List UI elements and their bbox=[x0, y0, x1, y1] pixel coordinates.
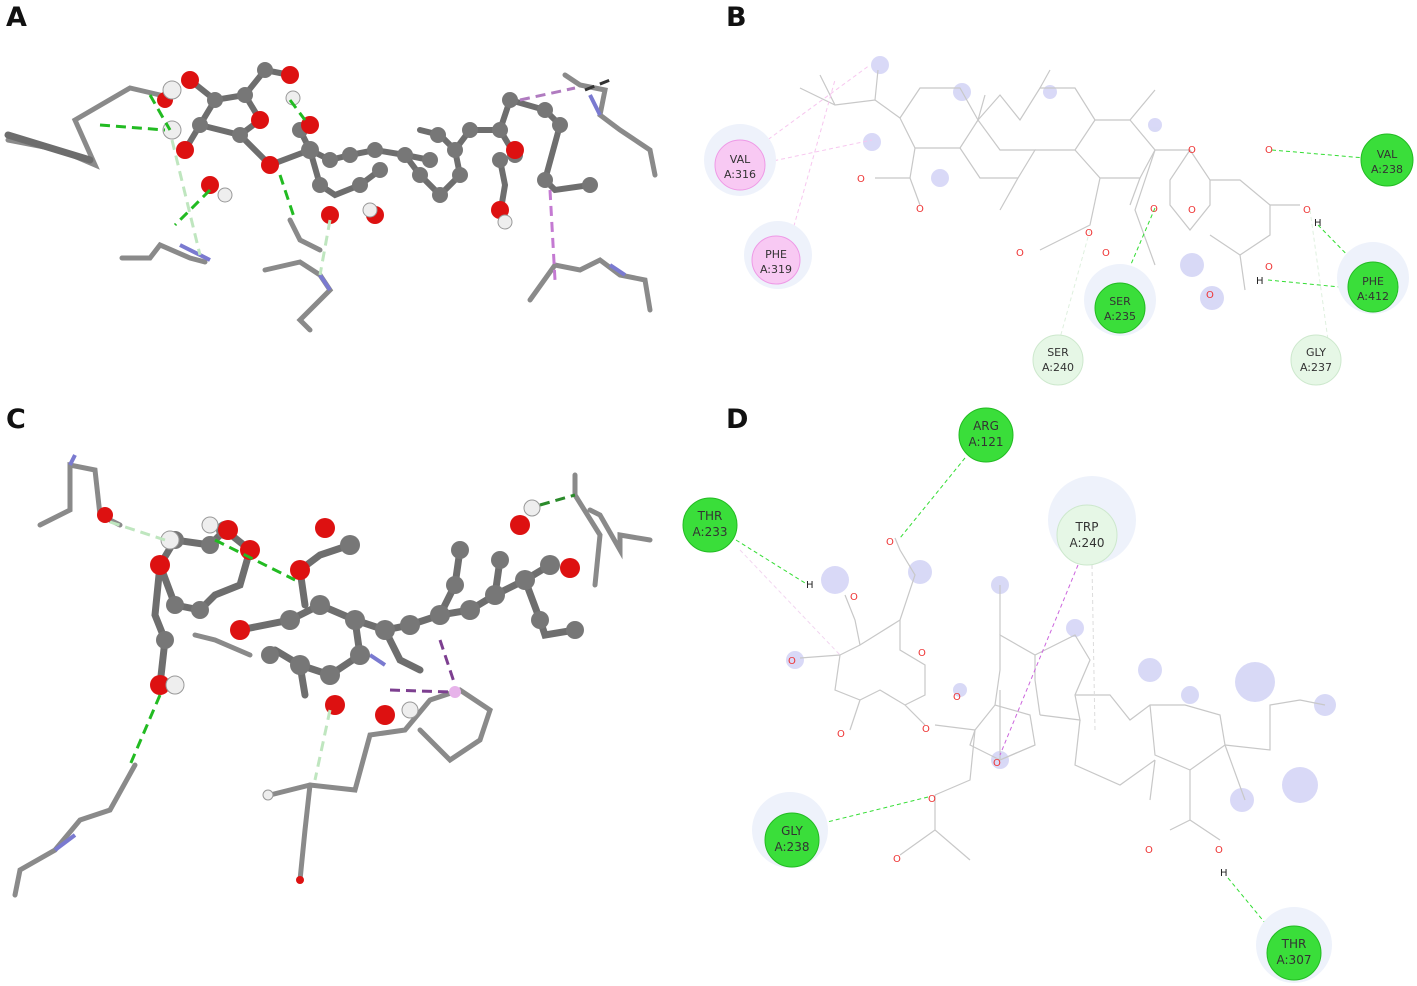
panel-letter-a: A bbox=[6, 2, 27, 33]
svg-text:O: O bbox=[953, 692, 961, 703]
panel-a-3d-view bbox=[4, 62, 658, 333]
svg-text:O: O bbox=[1188, 145, 1196, 156]
svg-text:O: O bbox=[918, 648, 926, 659]
panel-c: C bbox=[0, 400, 700, 986]
panel-a: A bbox=[0, 0, 700, 390]
panel-c-3d-view bbox=[12, 454, 653, 898]
residue-val-316: VAL A:316 bbox=[704, 124, 776, 196]
residue-gly-237: GLY A:237 bbox=[1290, 334, 1342, 386]
residue-ser-235: SER A:235 bbox=[1084, 264, 1156, 336]
svg-text:SER: SER bbox=[1109, 295, 1131, 308]
panel-letter-b: B bbox=[726, 2, 747, 33]
svg-text:O: O bbox=[1215, 845, 1223, 856]
svg-text:VAL: VAL bbox=[730, 153, 751, 166]
svg-text:O: O bbox=[837, 729, 845, 740]
svg-text:H: H bbox=[1256, 276, 1264, 287]
svg-text:A:412: A:412 bbox=[1357, 290, 1389, 303]
hydrogen-labels-d: H H bbox=[806, 580, 1228, 879]
residue-val-238: VAL A:238 bbox=[1360, 133, 1414, 187]
svg-text:A:237: A:237 bbox=[1300, 361, 1332, 374]
panel-b: B O O bbox=[700, 0, 1417, 400]
svg-text:A:316: A:316 bbox=[724, 168, 756, 181]
panel-d: D bbox=[682, 400, 1417, 986]
svg-text:O: O bbox=[850, 592, 858, 603]
svg-text:O: O bbox=[1102, 248, 1110, 259]
residue-thr-307: THR A:307 bbox=[1256, 907, 1332, 983]
panel-letter-d: D bbox=[726, 404, 749, 435]
svg-text:PHE: PHE bbox=[765, 248, 787, 261]
svg-text:A:240: A:240 bbox=[1042, 361, 1074, 374]
svg-text:H: H bbox=[1220, 868, 1228, 879]
svg-text:O: O bbox=[788, 656, 796, 667]
svg-text:GLY: GLY bbox=[1306, 346, 1326, 359]
panel-b-2d-diagram: O O O O O O O O O O O O H H bbox=[704, 56, 1414, 386]
svg-text:ARG: ARG bbox=[973, 419, 999, 433]
svg-text:A:235: A:235 bbox=[1104, 310, 1136, 323]
svg-text:THR: THR bbox=[697, 509, 723, 523]
svg-text:O: O bbox=[893, 854, 901, 865]
residue-trp-240: TRP A:240 bbox=[1048, 476, 1136, 566]
oxygen-labels-d: O O O O O O O O O O O O bbox=[788, 537, 1223, 865]
svg-text:A:307: A:307 bbox=[1277, 953, 1312, 967]
svg-text:O: O bbox=[1206, 290, 1214, 301]
panel-d-2d-diagram: O O O O O O O O O O O O H H bbox=[682, 407, 1336, 983]
svg-text:O: O bbox=[857, 174, 865, 185]
svg-text:O: O bbox=[922, 724, 930, 735]
svg-text:O: O bbox=[1016, 248, 1024, 259]
svg-text:O: O bbox=[1265, 145, 1273, 156]
svg-text:PHE: PHE bbox=[1362, 275, 1384, 288]
svg-text:H: H bbox=[806, 580, 814, 591]
svg-text:GLY: GLY bbox=[781, 824, 803, 838]
hydrogen-labels-b: H H bbox=[1256, 218, 1322, 287]
svg-text:O: O bbox=[928, 794, 936, 805]
residue-phe-319: PHE A:319 bbox=[744, 221, 812, 289]
svg-text:TRP: TRP bbox=[1075, 520, 1099, 534]
svg-text:A:240: A:240 bbox=[1070, 536, 1105, 550]
panel-letter-c: C bbox=[6, 404, 26, 435]
svg-text:O: O bbox=[1188, 205, 1196, 216]
svg-text:O: O bbox=[886, 537, 894, 548]
residue-gly-238: GLY A:238 bbox=[752, 792, 828, 868]
svg-text:VAL: VAL bbox=[1377, 148, 1398, 161]
svg-text:A:121: A:121 bbox=[969, 435, 1004, 449]
svg-text:O: O bbox=[1145, 845, 1153, 856]
residue-ser-240: SER A:240 bbox=[1032, 334, 1084, 386]
residue-phe-412: PHE A:412 bbox=[1337, 242, 1409, 314]
svg-text:A:233: A:233 bbox=[693, 525, 728, 539]
svg-text:THR: THR bbox=[1281, 937, 1307, 951]
svg-text:O: O bbox=[993, 758, 1001, 769]
svg-text:A:238: A:238 bbox=[1371, 163, 1403, 176]
svg-text:SER: SER bbox=[1047, 346, 1069, 359]
svg-text:O: O bbox=[916, 204, 924, 215]
svg-text:A:319: A:319 bbox=[760, 263, 792, 276]
residue-thr-233: THR A:233 bbox=[682, 497, 738, 553]
svg-text:O: O bbox=[1303, 205, 1311, 216]
svg-text:O: O bbox=[1265, 262, 1273, 273]
svg-text:A:238: A:238 bbox=[775, 840, 810, 854]
residue-arg-121: ARG A:121 bbox=[958, 407, 1014, 463]
svg-text:H: H bbox=[1314, 218, 1322, 229]
